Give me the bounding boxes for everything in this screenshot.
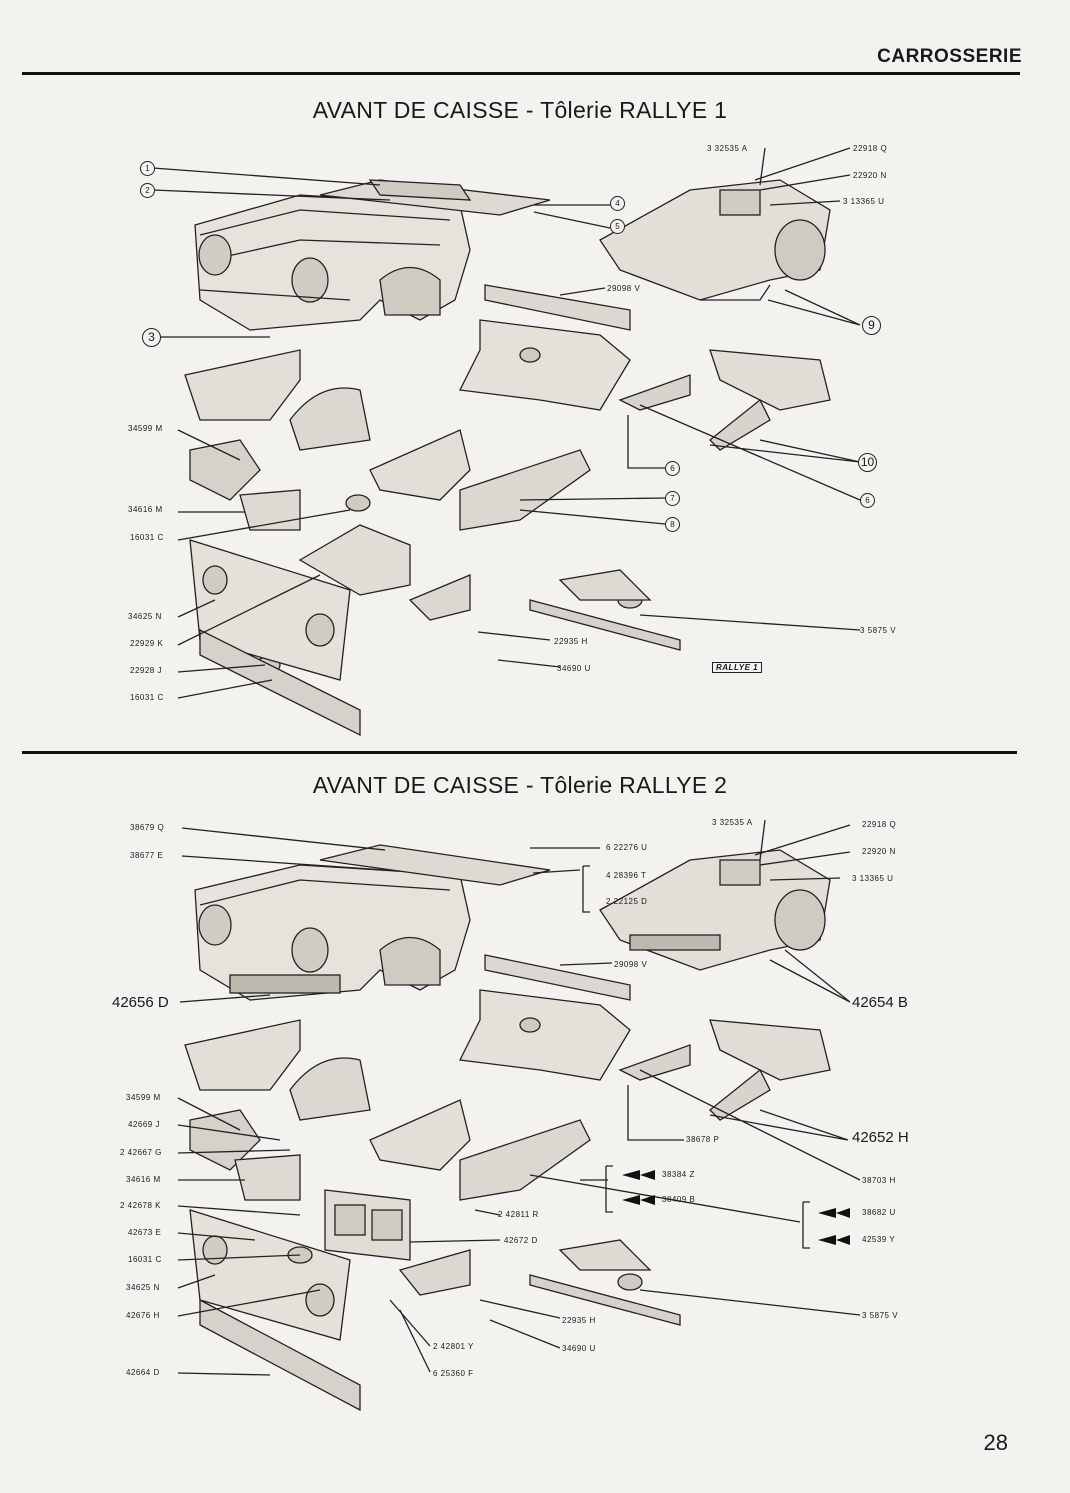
part-label: 2 42811 R <box>498 1210 539 1219</box>
part-label: 42673 E <box>128 1228 162 1237</box>
part-label-large: 42652 H <box>852 1129 909 1146</box>
part-label: 6 25360 F <box>433 1369 474 1378</box>
part-label: 38384 Z <box>662 1170 695 1179</box>
page-number: 28 <box>983 1430 1008 1455</box>
section-heading: CARROSSERIE <box>877 46 1022 67</box>
callout-5: 5 <box>610 219 625 234</box>
part-label: 22928 J <box>130 666 162 675</box>
callout-4: 4 <box>610 196 625 211</box>
part-label: 2 42667 G <box>120 1148 162 1157</box>
part-label: 3 32535 A <box>707 144 748 153</box>
part-label: 38703 H <box>862 1176 896 1185</box>
callout-1: 1 <box>140 161 155 176</box>
part-label: 6 22276 U <box>606 843 648 852</box>
part-label-large: 42654 B <box>852 994 908 1011</box>
top-rule <box>22 72 1020 75</box>
callout-8: 8 <box>665 517 680 532</box>
part-label: 22929 K <box>130 639 164 648</box>
part-label: 38679 Q <box>130 823 165 832</box>
rallye-badge: RALLYE 1 <box>712 662 763 673</box>
part-label: 22920 N <box>853 171 887 180</box>
callout-6b: 6 <box>860 493 875 508</box>
part-label: 34616 M <box>128 505 163 514</box>
part-label: 3 13365 U <box>843 197 885 206</box>
part-label: 38682 U <box>862 1208 896 1217</box>
callout-6: 6 <box>665 461 680 476</box>
part-label: 2 42678 K <box>120 1201 161 1210</box>
part-label: 3 5875 V <box>862 1311 899 1320</box>
callout-9: 9 <box>862 316 881 335</box>
part-label-large: 42656 D <box>112 994 169 1011</box>
part-label: 42672 D <box>504 1236 538 1245</box>
part-label: 38678 P <box>686 1135 720 1144</box>
part-label: 2 22125 D <box>606 897 648 906</box>
part-label: 34690 U <box>562 1344 596 1353</box>
part-label: 2 42801 Y <box>433 1342 474 1351</box>
part-label: 38677 E <box>130 851 164 860</box>
part-label: 22935 H <box>554 637 588 646</box>
part-label: 16031 C <box>128 1255 162 1264</box>
part-label: 22918 Q <box>853 144 888 153</box>
callout-7: 7 <box>665 491 680 506</box>
part-label: 34599 M <box>128 424 163 433</box>
part-label: 3 13365 U <box>852 874 894 883</box>
part-label: 38409 B <box>662 1195 696 1204</box>
part-label: 22935 H <box>562 1316 596 1325</box>
part-label: 29098 V <box>614 960 648 969</box>
part-label: 34616 M <box>126 1175 161 1184</box>
part-label: 34625 N <box>128 612 162 621</box>
part-label: 34625 N <box>126 1283 160 1292</box>
part-label: 29098 V <box>607 284 641 293</box>
part-label: 34599 M <box>126 1093 161 1102</box>
part-label: 22918 Q <box>862 820 897 829</box>
part-label: 42676 H <box>126 1311 160 1320</box>
panel2-title: AVANT DE CAISSE - Tôlerie RALLYE 2 <box>312 772 728 798</box>
callout-3: 3 <box>142 328 161 347</box>
part-label: 3 5875 V <box>860 626 897 635</box>
part-label: 42669 J <box>128 1120 160 1129</box>
part-label: 42539 Y <box>862 1235 896 1244</box>
callout-10: 10 <box>858 453 877 472</box>
callout-2: 2 <box>140 183 155 198</box>
panel1-title: AVANT DE CAISSE - Tôlerie RALLYE 1 <box>312 97 728 123</box>
part-label: 42664 D <box>126 1368 160 1377</box>
part-label: 3 32535 A <box>712 818 753 827</box>
part-label: 34690 U <box>557 664 591 673</box>
part-label: 22920 N <box>862 847 896 856</box>
part-label: 4 28396 T <box>606 871 647 880</box>
part-label: 16031 C <box>130 693 164 702</box>
part-label: 16031 C <box>130 533 164 542</box>
middle-rule <box>22 751 1017 754</box>
